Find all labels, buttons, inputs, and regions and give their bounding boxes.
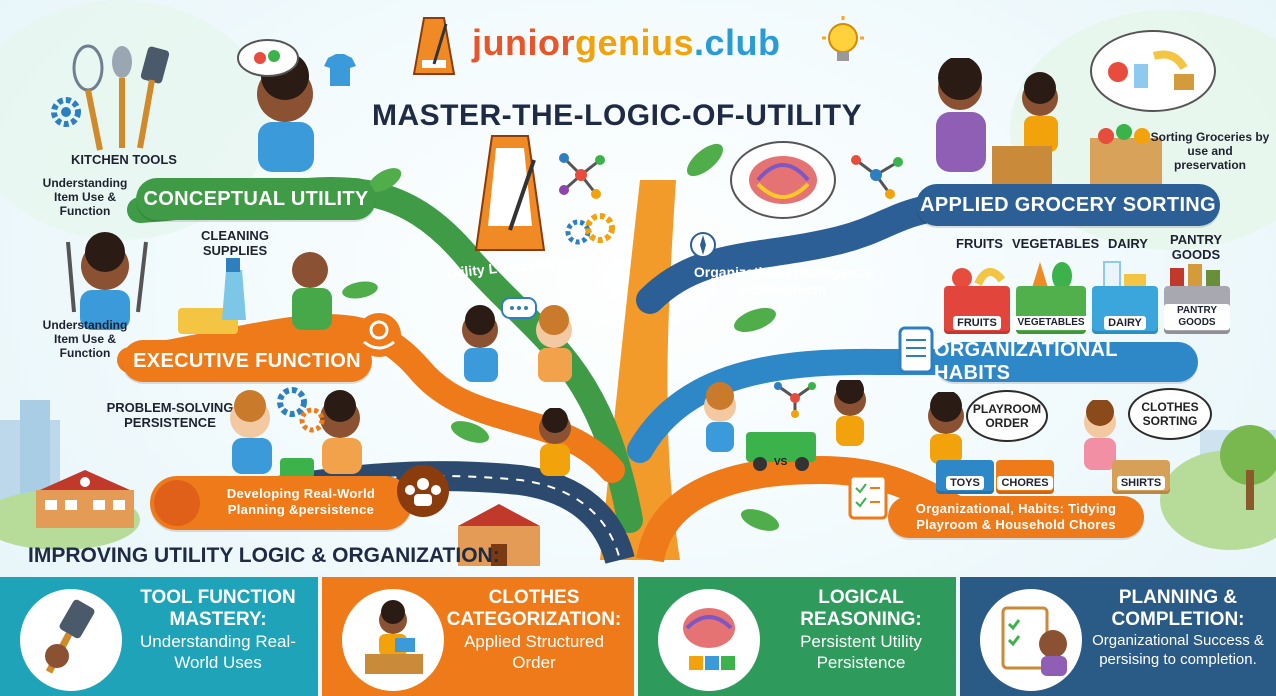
page-title: MASTER-THE-LOGIC-OF-UTILITY — [372, 99, 863, 132]
card-3-heading: LOGICAL REASONING: — [800, 587, 922, 630]
cleaning-supplies-label: CLEANING SUPPLIES — [201, 228, 269, 258]
conceptual-utility-banner[interactable]: CONCEPTUAL UTILITY — [136, 178, 376, 220]
mother-child-grocery-illustration — [936, 58, 1058, 184]
cleaning-scene-illustration — [178, 252, 332, 334]
organizational-habits-banner[interactable]: ORGANIZATIONAL HABITS — [934, 339, 1198, 384]
executive-function-banner[interactable]: EXECUTIVE FUNCTION — [122, 340, 372, 382]
chat-bubble-icon — [501, 297, 537, 319]
bin-toys[interactable]: TOYS — [936, 460, 994, 494]
developing-label: Developing Real-World Planning &persiste… — [226, 486, 376, 517]
kids-playing-illustration — [704, 380, 866, 471]
bin-shirts-label: SHIRTS — [1116, 476, 1166, 490]
thought-bubble-icon — [237, 39, 299, 77]
playroom-order-bubble: PLAYROOM ORDER — [966, 390, 1048, 442]
brand-part-2: genius — [574, 22, 694, 63]
bin-vegetables-label: VEGETABLES — [1013, 316, 1089, 330]
child-toys-illustration — [928, 392, 964, 464]
card-1-sub: Understanding Real-World Uses — [140, 632, 296, 672]
checklist-icon — [848, 474, 888, 520]
brain-thought-icon — [730, 141, 836, 219]
compass-icon — [690, 232, 716, 258]
clothes-sorting-bubble: CLOTHES SORTING — [1128, 388, 1212, 440]
card-4-heading: PLANNING & COMPLETION: — [1111, 587, 1245, 630]
kitchen-utensils-icon — [72, 44, 170, 151]
brain-blocks-icon — [658, 589, 760, 691]
understanding-label-1: Understanding Item Use & Function — [42, 176, 128, 218]
bin-fruits-label: FRUITS — [953, 316, 1001, 330]
gear-icon — [51, 97, 81, 127]
molecule-icon — [559, 153, 605, 199]
brain-gear-icon — [154, 480, 200, 526]
vs-label: VS — [774, 457, 788, 468]
produce-box-icon — [1090, 124, 1162, 184]
kitchen-tools-label: KITCHEN TOOLS — [71, 152, 177, 167]
spatula-hand-icon — [20, 589, 122, 691]
clipboard-icon — [980, 589, 1082, 691]
bin-dairy-label: DAIRY — [1104, 316, 1146, 330]
tablet-checklist-icon — [898, 326, 934, 374]
hands-gear-icon — [357, 313, 401, 357]
bin-shirts[interactable]: SHIRTS — [1112, 460, 1170, 494]
habits-caption-banner: Organizational, Habits: Tidying Playroom… — [888, 496, 1144, 538]
grocery-thought-icon — [1090, 30, 1216, 112]
bin-toys-label: TOYS — [946, 476, 984, 490]
team-icon — [397, 465, 449, 517]
tshirt-icon — [324, 54, 356, 86]
molecule-right-icon — [851, 155, 903, 199]
card-tool-function[interactable]: TOOL FUNCTION MASTERY: Understanding Rea… — [0, 577, 318, 696]
brand-part-3: .club — [694, 22, 781, 63]
lightbulb-icon — [822, 16, 864, 61]
understanding-label-2: Understanding Item Use & Function — [42, 318, 128, 360]
problem-solving-label: PROBLEM-SOLVING PERSISTENCE — [106, 400, 234, 430]
brand-part-1: junior — [472, 22, 575, 63]
child-drawer-icon — [342, 589, 444, 691]
card-2-sub: Applied Structured Order — [464, 632, 604, 672]
brand-logo[interactable]: juniorgenius.club — [472, 22, 781, 64]
bin-dairy[interactable]: DAIRY — [1092, 286, 1158, 334]
card-1-heading: TOOL FUNCTION MASTERY: — [140, 587, 296, 630]
category-fruits: FRUITS — [956, 236, 1003, 251]
bin-chores[interactable]: CHORES — [996, 460, 1054, 494]
school-building-icon — [36, 470, 134, 528]
developing-banner: Developing Real-World Planning &persiste… — [150, 476, 412, 530]
school-center-icon — [458, 504, 540, 566]
child-with-utensils-illustration — [66, 232, 148, 330]
bin-pantry[interactable]: PANTRY GOODS — [1164, 286, 1230, 334]
bin-pantry-label: PANTRY GOODS — [1164, 304, 1230, 330]
category-pantry: PANTRY GOODS — [1170, 232, 1222, 262]
gears-icon — [277, 387, 325, 433]
bin-vegetables[interactable]: VEGETABLES — [1013, 286, 1089, 334]
org-intelligence-label: Organizational Intelligence Achievement — [693, 264, 873, 297]
improving-heading: IMPROVING UTILITY LOGIC & ORGANIZATION: — [28, 544, 500, 567]
sorting-note-label: Sorting Groceries by use and preservatio… — [1150, 130, 1270, 172]
bin-chores-label: CHORES — [997, 476, 1053, 490]
kids-puzzle-illustration — [230, 390, 362, 478]
bin-fruits[interactable]: FRUITS — [944, 286, 1010, 334]
category-dairy: DAIRY — [1108, 236, 1148, 251]
card-3-sub: Persistent Utility Persistence — [800, 632, 922, 672]
card-planning[interactable]: PLANNING & COMPLETION: Organizational Su… — [960, 577, 1276, 696]
gears-center-icon — [565, 213, 615, 245]
card-logical[interactable]: LOGICAL REASONING: Persistent Utility Pe… — [638, 577, 956, 696]
applied-grocery-banner[interactable]: APPLIED GROCERY SORTING — [916, 184, 1220, 226]
card-4-sub: Organizational Success & persising to co… — [1092, 632, 1264, 668]
metronome-center-icon — [474, 135, 546, 251]
child-sitting-illustration — [539, 408, 571, 476]
category-vegetables: VEGETABLES — [1012, 236, 1100, 251]
metronome-icon — [412, 17, 456, 75]
kids-talking-illustration — [462, 305, 572, 382]
molecule-play-icon — [774, 382, 816, 418]
card-clothes[interactable]: CLOTHES CATEGORIZATION: Applied Structur… — [322, 577, 634, 696]
girl-clothes-illustration — [1084, 400, 1116, 470]
card-2-heading: CLOTHES CATEGORIZATION: — [446, 587, 622, 630]
